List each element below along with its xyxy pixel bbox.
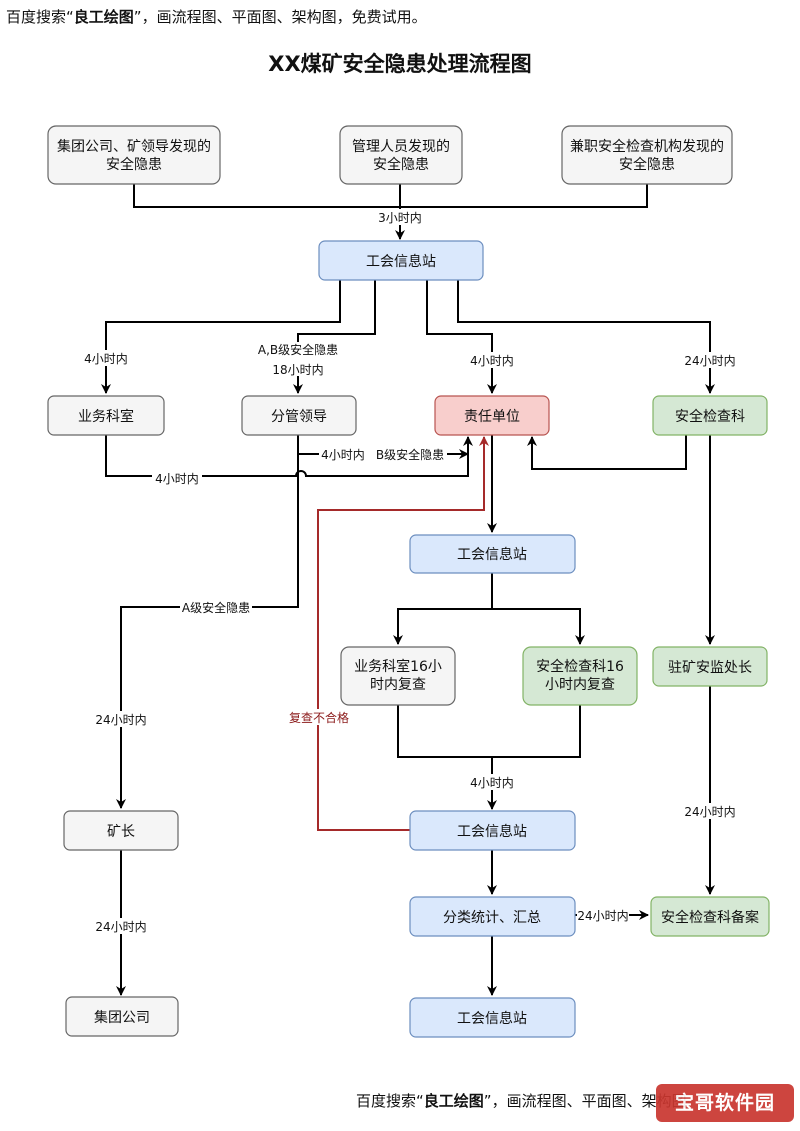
label-within-18h: 18小时内 [272, 363, 323, 377]
top-banner: 百度搜索“良工绘图”，画流程图、平面图、架构图，免费试用。 [6, 6, 427, 27]
svg-text:工会信息站: 工会信息站 [457, 823, 527, 840]
label-within-4h-responsible: 4小时内 [470, 354, 514, 368]
label-review-failed: 复查不合格 [289, 710, 349, 725]
label-within-24h-mine-head: 24小时内 [95, 713, 146, 727]
node-business-review-line1: 业务科室16小 [354, 658, 442, 675]
bottom-banner: 百度搜索“良工绘图”，画流程图、平面图、架构图 [356, 1090, 687, 1111]
node-parttime-found-line1: 兼职安全检查机构发现的 [570, 138, 724, 155]
bottom-banner-prefix: 百度搜索“ [356, 1092, 424, 1110]
svg-text:分类统计、汇总: 分类统计、汇总 [443, 910, 541, 926]
label-within-4h-leader: 4小时内 [321, 448, 365, 462]
label-within-4h-union3: 4小时内 [470, 776, 514, 790]
node-business-review[interactable]: 业务科室16小 时内复查 [340, 646, 456, 706]
label-within-4h-business-return: 4小时内 [155, 472, 199, 486]
edge-business-to-responsible [105, 435, 473, 477]
node-union-station-3[interactable]: 工会信息站 [409, 810, 576, 851]
node-safety-dept[interactable]: 安全检查科 [652, 395, 768, 436]
node-parttime-found[interactable]: 兼职安全检查机构发现的 安全隐患 [561, 125, 733, 185]
banner-suffix: ”，画流程图、平面图、架构图，免费试用。 [133, 8, 427, 26]
label-within-24h-safety: 24小时内 [684, 354, 735, 368]
svg-text:矿长: 矿长 [107, 824, 135, 840]
edge-union2-split [393, 573, 493, 645]
node-manager-found-line2: 安全隐患 [373, 156, 429, 173]
banner-brand[interactable]: 良工绘图 [73, 8, 134, 26]
edge-review-failed [317, 436, 489, 831]
node-leader[interactable]: 分管领导 [241, 395, 357, 436]
edge-reviews-merge [397, 705, 581, 758]
svg-text:驻矿安监处长: 驻矿安监处长 [668, 660, 752, 676]
banner-prefix: 百度搜索“ [6, 8, 74, 26]
svg-text:工会信息站: 工会信息站 [457, 1010, 527, 1027]
node-union-station-2[interactable]: 工会信息站 [409, 534, 576, 574]
label-within-3h: 3小时内 [378, 211, 422, 225]
node-safety-review[interactable]: 安全检查科16 小时内复查 [522, 646, 638, 706]
node-resident-supervisor[interactable]: 驻矿安监处长 [652, 646, 768, 687]
node-safety-record[interactable]: 安全检查科备案 [650, 896, 770, 937]
node-responsible-unit[interactable]: 责任单位 [434, 395, 550, 436]
label-a-hazard: A级安全隐患 [182, 600, 250, 615]
node-group-found[interactable]: 集团公司、矿领导发现的 安全隐患 [47, 125, 221, 185]
svg-text:工会信息站: 工会信息站 [457, 546, 527, 563]
label-within-4h-business: 4小时内 [84, 352, 128, 366]
svg-text:业务科室: 业务科室 [78, 408, 134, 425]
node-manager-found-line1: 管理人员发现的 [352, 139, 450, 155]
node-union-station-1[interactable]: 工会信息站 [318, 240, 484, 281]
svg-text:安全检查科备案: 安全检查科备案 [661, 909, 759, 926]
label-within-24h-group: 24小时内 [95, 920, 146, 934]
edge-union1-to-safety [457, 280, 715, 394]
edge-union1-to-responsible [426, 280, 497, 394]
node-business-dept[interactable]: 业务科室 [47, 395, 165, 436]
watermark-logo: 宝哥软件园 [656, 1084, 794, 1122]
svg-text:安全检查科: 安全检查科 [675, 408, 745, 425]
bottom-banner-suffix: ”，画流程图、平面图、架构图 [483, 1092, 687, 1110]
node-safety-review-line2: 小时内复查 [545, 676, 615, 693]
node-classify[interactable]: 分类统计、汇总 [409, 896, 576, 937]
label-ab-hazard: A,B级安全隐患 [258, 342, 338, 357]
svg-text:分管领导: 分管领导 [271, 409, 327, 425]
svg-text:责任单位: 责任单位 [464, 409, 520, 425]
edge-union2-to-safety-review [492, 608, 585, 645]
node-manager-found[interactable]: 管理人员发现的 安全隐患 [339, 125, 463, 185]
edge-safety-to-responsible [527, 435, 687, 470]
edge-top-merge [133, 184, 648, 208]
svg-text:集团公司: 集团公司 [94, 1009, 150, 1026]
node-mine-head[interactable]: 矿长 [63, 810, 179, 851]
node-safety-review-line1: 安全检查科16 [536, 658, 624, 675]
label-within-24h-classify: 24小时内 [577, 909, 628, 923]
svg-text:工会信息站: 工会信息站 [366, 253, 436, 270]
node-parttime-found-line2: 安全隐患 [619, 156, 675, 173]
bottom-banner-brand[interactable]: 良工绘图 [423, 1092, 484, 1110]
label-b-hazard: B级安全隐患 [376, 447, 444, 462]
node-business-review-line2: 时内复查 [370, 676, 426, 693]
node-group-found-line1: 集团公司、矿领导发现的 [57, 138, 211, 155]
node-group-found-line2: 安全隐患 [106, 156, 162, 173]
edge-leader-a-hazard [116, 454, 299, 809]
page-title: XX煤矿安全隐患处理流程图 [268, 52, 532, 76]
node-group-company[interactable]: 集团公司 [65, 996, 179, 1037]
label-within-24h-resident: 24小时内 [684, 805, 735, 819]
node-union-station-4[interactable]: 工会信息站 [409, 997, 576, 1038]
